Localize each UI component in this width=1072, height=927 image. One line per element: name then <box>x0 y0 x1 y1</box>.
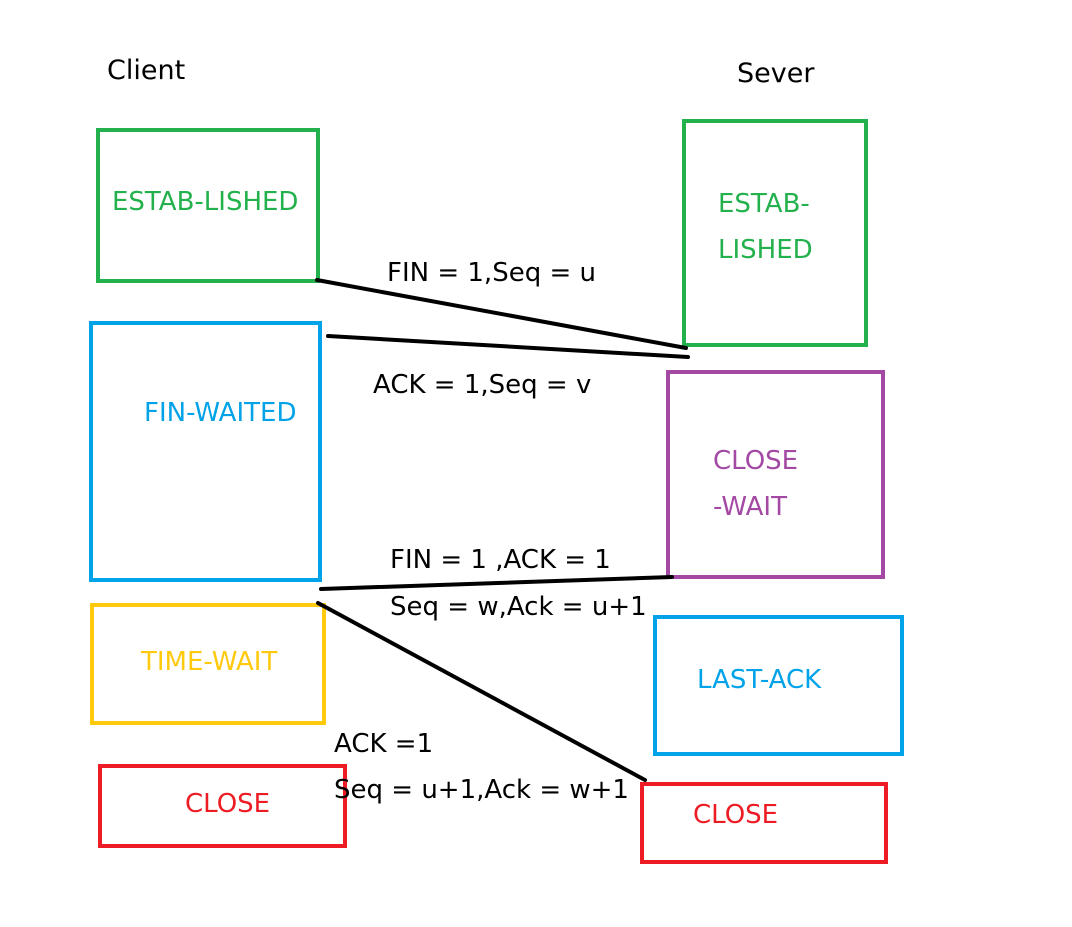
fin-server-label-line2: Seq = w,Ack = u+1 <box>390 592 647 622</box>
client-fin-waited-label: FIN-WAITED <box>144 398 297 428</box>
fin-server-label-line1: FIN = 1 ,ACK = 1 <box>390 545 611 575</box>
client-close-label: CLOSE <box>185 789 271 819</box>
fin-server-line <box>319 575 674 591</box>
ack-client-label-line2: Seq = u+1,Ack = w+1 <box>334 775 629 805</box>
server-last-ack-label: LAST-ACK <box>697 665 822 695</box>
ack-server-label: ACK = 1,Seq = v <box>373 370 592 400</box>
server-established-box <box>682 119 868 347</box>
server-column-title: Sever <box>737 58 815 89</box>
server-close-wait-label: CLOSE -WAIT <box>713 446 799 522</box>
client-established-box <box>96 128 320 283</box>
server-close-label: CLOSE <box>693 800 779 830</box>
client-time-wait-label: TIME-WAIT <box>141 647 278 677</box>
server-close-box <box>640 782 888 864</box>
client-established-label: ESTAB-LISHED <box>112 187 299 217</box>
client-close-box <box>98 764 347 848</box>
ack-client-label-line1: ACK =1 <box>334 729 434 759</box>
server-established-label: ESTAB- LISHED <box>718 189 813 265</box>
server-close-wait-box <box>666 370 885 579</box>
fin-client-line <box>315 278 688 350</box>
ack-server-line <box>326 334 690 359</box>
fin-client-label: FIN = 1,Seq = u <box>387 258 596 288</box>
client-fin-waited-box <box>89 321 322 582</box>
server-last-ack-box <box>653 615 904 756</box>
client-column-title: Client <box>107 55 186 86</box>
